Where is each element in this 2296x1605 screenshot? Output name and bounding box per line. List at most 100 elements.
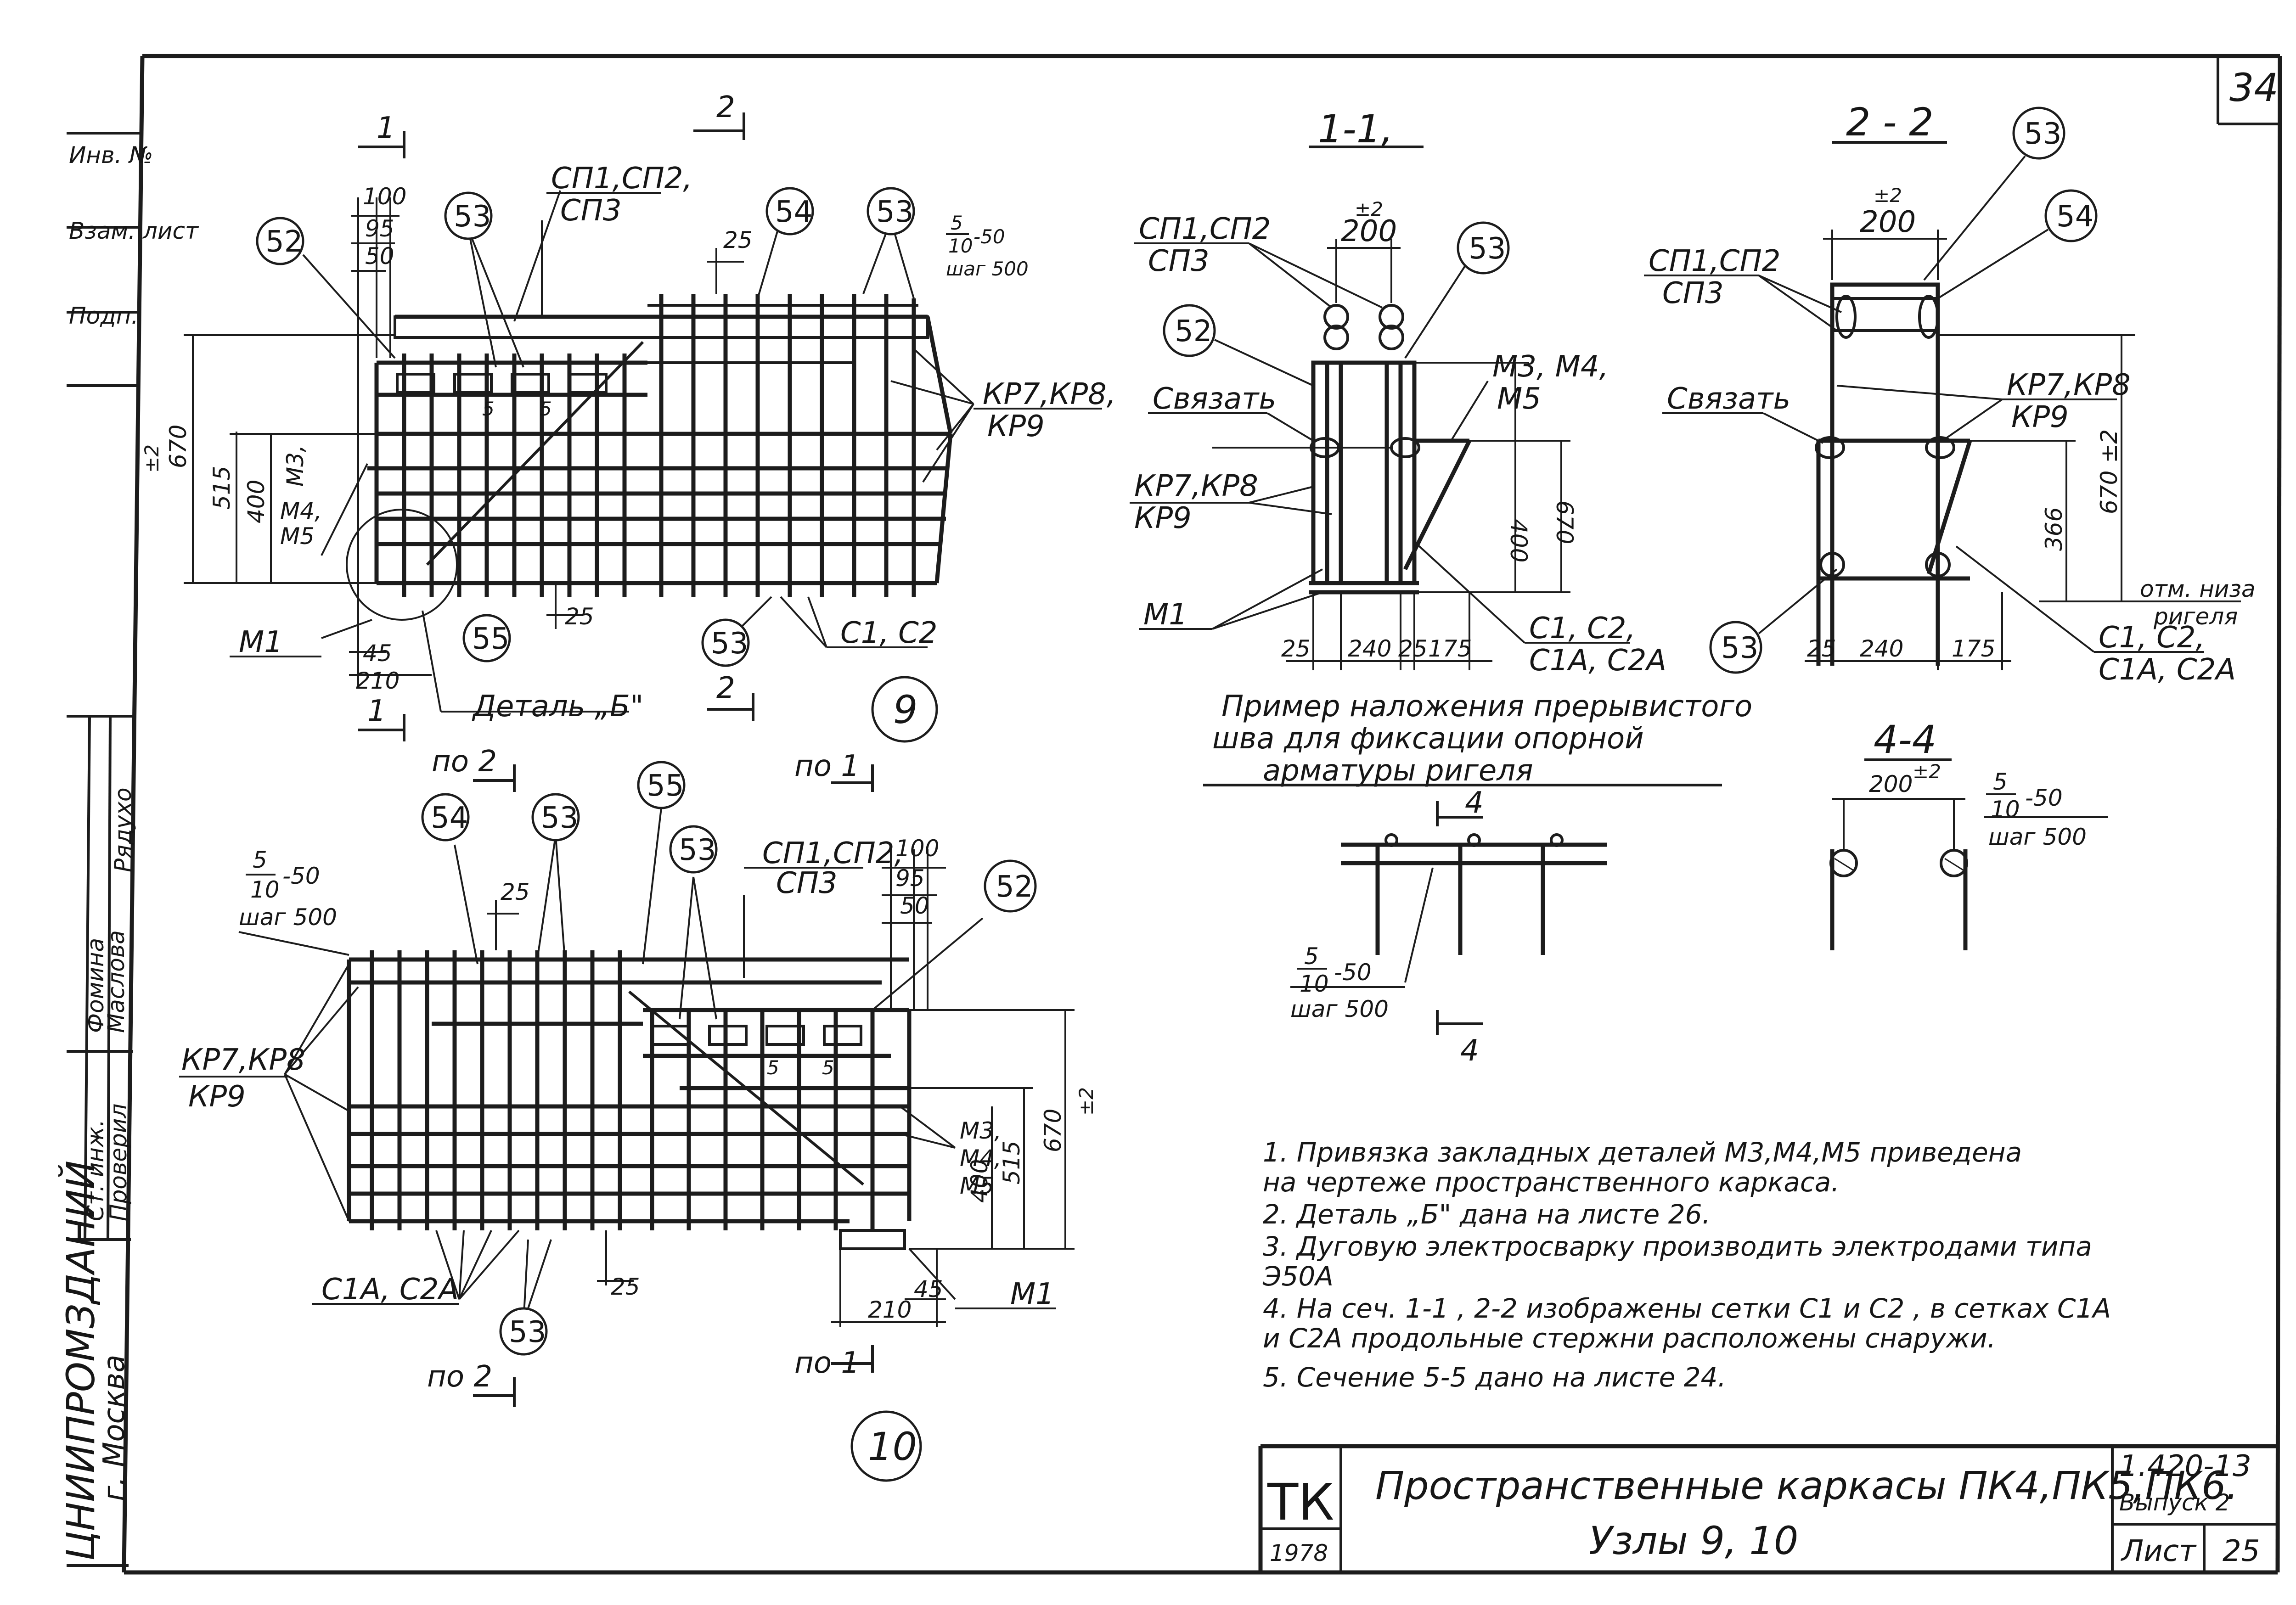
svg-text:52: 52: [996, 870, 1033, 904]
section44-title: 4-4: [1874, 717, 1936, 762]
section22-dim-670: 670 ±2: [2096, 429, 2122, 514]
node10-weld-mark-a: 5: [767, 1056, 779, 1079]
section22-label-tie: Связать: [1667, 382, 1790, 416]
node-10: 5 5 25 100 95 50 670 ±2 515 400 25 45 21…: [179, 745, 1097, 1482]
node9-cut-1-top: 1: [377, 111, 395, 145]
node10-stirrups: [370, 950, 875, 1230]
svg-text:53: 53: [1721, 631, 1758, 665]
node10-cut-po1-top: по 1: [794, 749, 860, 783]
svg-text:53: 53: [454, 200, 491, 234]
section-1-1: 1-1, ±2 200 670 400 25: [1130, 107, 1666, 678]
section11-label-m1: М1: [1143, 598, 1187, 632]
section22-dim-200: 200: [1860, 205, 1916, 239]
section11-dim-25b: 25: [1398, 635, 1428, 662]
node10-cut-po2-bot: по 2: [427, 1360, 492, 1394]
section11-label-sp: СП1,СП2: [1139, 212, 1271, 246]
node10-bubble-53c: [499, 1307, 548, 1356]
section22-title: 2 - 2: [1846, 100, 1934, 145]
node9-label-sp: СП1,СП2,: [551, 162, 692, 196]
svg-text:53: 53: [541, 801, 578, 835]
node9-dim-95: 95: [365, 215, 394, 242]
title-tk: ТК: [1267, 1473, 1334, 1532]
section11-dim-25a: 25: [1281, 635, 1311, 662]
section11-label-kr: КР7,КР8: [1134, 469, 1258, 503]
section-4-4: 4-4 200 ±2 5 10 -50 шаг 500: [1829, 717, 2108, 950]
svg-text:53: 53: [876, 195, 913, 229]
node10-dim-515: 515: [998, 1141, 1025, 1184]
section22-label-kr9: КР9: [2011, 400, 2069, 434]
section22-label-kr: КР7,КР8: [2007, 368, 2131, 402]
node10-dim-100: 100: [895, 835, 939, 862]
node9-label-m1: М1: [239, 625, 283, 659]
stamp-role-1: Ст. инж.: [82, 1119, 109, 1221]
node9-weld-len: -50: [974, 225, 1005, 248]
section44-weld-len: -50: [2025, 785, 2063, 811]
node9-cut-2-bot: 2: [716, 671, 735, 705]
node10-cut-po1-bot: по 1: [794, 1346, 860, 1380]
node9-dim-400: 400: [243, 480, 270, 523]
note-1b: на чертеже пространственного каркаса.: [1263, 1167, 1840, 1198]
node9-cut-1-bot: 1: [367, 694, 386, 728]
section44-dim-tol: ±2: [1913, 760, 1941, 783]
svg-text:53: 53: [679, 833, 716, 867]
svg-text:55: 55: [472, 622, 509, 656]
node10-dim-670: 670: [1040, 1109, 1066, 1152]
sheet-number: 34: [2229, 65, 2279, 110]
node9-label-kr9: КР9: [987, 410, 1045, 443]
node9-weld-step: шаг 500: [946, 258, 1029, 280]
node10-bubble-53a: [531, 793, 580, 842]
note-5: 5. Сечение 5-5 дано на листе 24.: [1263, 1362, 1726, 1393]
node10-bubble-52: [984, 859, 1037, 913]
section11-bubble-52: [1163, 304, 1216, 357]
svg-text:53: 53: [509, 1315, 546, 1349]
frame-label-inv: Инв. №: [69, 142, 153, 168]
node9-label-m4: М4,: [280, 498, 322, 524]
svg-text:53: 53: [711, 627, 748, 661]
svg-text:52: 52: [265, 225, 303, 259]
section22-bubble-53-top: [2012, 107, 2065, 160]
node9-label-sp3: СП3: [560, 194, 622, 228]
section11-dim-240: 240: [1348, 635, 1391, 662]
weld-example-step: шаг 500: [1290, 996, 1389, 1022]
section11-label-sp3: СП3: [1148, 244, 1210, 278]
sheet-value: 25: [2223, 1534, 2260, 1568]
stamp-names: Фомина: [82, 938, 109, 1033]
section11-dim-670: 670: [1551, 500, 1578, 544]
node9-label-c: С1, С2: [840, 616, 938, 650]
sheet-number-box: 34: [2217, 56, 2280, 125]
stamp-city: г. Москва: [97, 1355, 131, 1501]
node9-weld-mark-b: 5: [540, 398, 552, 420]
node10-dim-25-top: 25: [501, 879, 530, 905]
node10-label-kr9: КР9: [188, 1080, 246, 1114]
section11-label-m5: М5: [1497, 382, 1541, 416]
section11-bubble-53: [1457, 221, 1510, 275]
section22-dim-366: 366: [2041, 507, 2067, 551]
node10-bubble-54: [421, 793, 470, 842]
node10-dim-210: 210: [868, 1296, 912, 1323]
section11-dim-400: 400: [1505, 519, 1532, 562]
note-4: 4. На сеч. 1-1 , 2-2 изображены сетки С1…: [1263, 1293, 2111, 1324]
node10-dim-400: 400: [966, 1159, 993, 1203]
node9-weld-den: 10: [948, 235, 973, 257]
note-3: 3. Дуговую электросварку производить эле…: [1263, 1231, 2092, 1262]
node10-label-sp3: СП3: [776, 866, 838, 900]
node9-dim-45: 45: [363, 640, 392, 667]
node10-weld-num: 5: [253, 847, 267, 873]
node9-dim-100: 100: [363, 183, 406, 210]
weld-caption-1: Пример наложения прерывистого: [1221, 690, 1752, 724]
node9-bubble-53a: [444, 191, 493, 240]
sheet-issue: Выпуск 2: [2119, 1489, 2230, 1516]
node10-cut-po2-top: по 2: [432, 745, 497, 779]
node-9: 5 5 100 95 50 25 670 ±2 515 400 25 45 21…: [141, 90, 1116, 743]
node9-weld-mark-a: 5: [482, 398, 495, 420]
svg-text:54: 54: [431, 801, 468, 835]
note-4b: и С2А продольные стержни расположены сна…: [1263, 1323, 1996, 1354]
section22-bubble-53-bot: [1709, 621, 1762, 674]
node10-weld-step: шаг 500: [239, 904, 337, 931]
node10-number-circle: [850, 1410, 922, 1482]
stamp-name-2: Маслова: [103, 930, 129, 1033]
section22-label-c2: С1А, С2А: [2099, 653, 2236, 687]
section22-label-mark2: ригеля: [2153, 603, 2238, 630]
sheet-code: 1.420-13: [2119, 1449, 2251, 1483]
node9-label-kr: КР7,КР8,: [983, 377, 1116, 411]
